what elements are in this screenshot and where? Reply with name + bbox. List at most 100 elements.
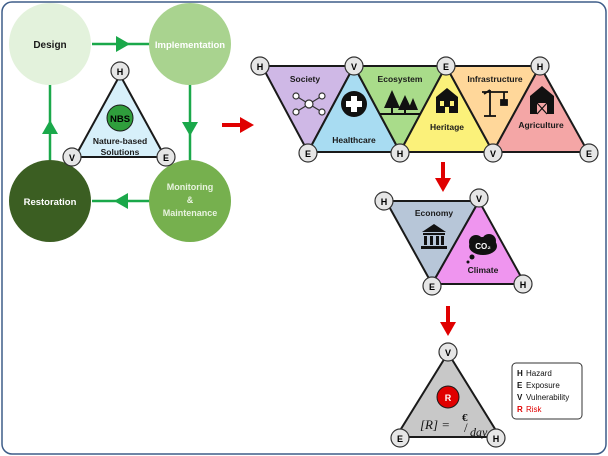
legend-item-vulnerability: V Vulnerability bbox=[517, 393, 569, 402]
svg-text:E: E bbox=[429, 282, 435, 292]
svg-text:H: H bbox=[517, 369, 523, 378]
econ-marker-v: V bbox=[469, 188, 489, 208]
design-circle bbox=[9, 3, 91, 85]
svg-text:E: E bbox=[443, 62, 449, 72]
infrastructure-crane-icon bbox=[482, 89, 508, 117]
strip-marker-h3: H bbox=[390, 143, 410, 163]
flow-arrow-down-1 bbox=[435, 162, 451, 192]
strip-marker-h2: H bbox=[530, 56, 550, 76]
heritage-label: Heritage bbox=[430, 122, 464, 132]
strip-marker-h1: H bbox=[250, 56, 270, 76]
svg-text:E: E bbox=[586, 149, 592, 159]
implementation-label: Implementation bbox=[155, 40, 225, 51]
risk-formula-lhs: [R] = bbox=[420, 417, 450, 432]
nbs-label-line1: Nature-based bbox=[93, 136, 147, 146]
ecosystem-label: Ecosystem bbox=[378, 74, 423, 84]
svg-text:H: H bbox=[537, 62, 544, 72]
svg-text:H: H bbox=[520, 280, 527, 290]
risk-formula-denominator: day bbox=[470, 425, 488, 439]
infrastructure-label: Infrastructure bbox=[467, 74, 523, 84]
svg-text:R: R bbox=[517, 405, 523, 414]
risk-dot bbox=[436, 385, 460, 409]
econ-marker-e: E bbox=[422, 276, 442, 296]
nbs-badge bbox=[106, 104, 134, 132]
risk-marker-e: E bbox=[390, 428, 410, 448]
svg-text:Risk: Risk bbox=[526, 405, 543, 414]
restoration-circle bbox=[9, 160, 91, 242]
econ-marker-h2: H bbox=[513, 274, 533, 294]
economy-bank-icon bbox=[421, 224, 447, 249]
nbs-label-line2: Solutions bbox=[101, 147, 140, 157]
cycle-arrowhead-left bbox=[42, 120, 58, 134]
cycle-arrowhead-bottom bbox=[114, 193, 128, 209]
econ-marker-h: H bbox=[374, 191, 394, 211]
society-network-icon bbox=[292, 92, 326, 116]
svg-text:E: E bbox=[517, 381, 523, 390]
strip-marker-e2: E bbox=[298, 143, 318, 163]
sector-strip: Society Healthcare Ecosystem Heritage In… bbox=[250, 56, 599, 163]
svg-text:E: E bbox=[397, 434, 403, 444]
svg-text:V: V bbox=[476, 194, 482, 204]
svg-text:H: H bbox=[257, 62, 264, 72]
monitoring-circle bbox=[149, 160, 231, 242]
heritage-building-icon bbox=[436, 88, 458, 113]
strip-marker-e1: E bbox=[436, 56, 456, 76]
healthcare-label: Healthcare bbox=[332, 135, 376, 145]
monitoring-label-line2: & bbox=[187, 195, 194, 205]
agriculture-label: Agriculture bbox=[518, 120, 564, 130]
healthcare-cross-icon bbox=[341, 91, 367, 117]
strip-marker-v2: V bbox=[483, 143, 503, 163]
implementation-circle bbox=[149, 3, 231, 85]
risk-marker-h: H bbox=[486, 428, 506, 448]
legend: H Hazard E Exposure V Vulnerability R Ri… bbox=[511, 362, 583, 420]
cycle-arrowhead-top bbox=[116, 36, 130, 52]
risk-formula: [R] = € / day bbox=[420, 412, 488, 439]
risk-group: R [R] = € / day V E H bbox=[390, 342, 506, 448]
flow-arrow-down-2 bbox=[440, 306, 456, 336]
monitoring-label-line3: Maintenance bbox=[163, 208, 218, 218]
legend-box bbox=[511, 362, 583, 420]
svg-text:V: V bbox=[517, 393, 523, 402]
ecosystem-trees-icon bbox=[380, 90, 420, 115]
design-label: Design bbox=[33, 40, 66, 51]
svg-text:H: H bbox=[493, 434, 500, 444]
nbs-cycle: Design Implementation Monitoring & Maint… bbox=[9, 3, 231, 242]
nbs-badge-label: NBS bbox=[110, 114, 130, 125]
legend-item-exposure: E Exposure bbox=[517, 381, 560, 390]
svg-text:Exposure: Exposure bbox=[526, 381, 560, 390]
monitoring-label-line1: Monitoring bbox=[167, 182, 214, 192]
svg-text:V: V bbox=[69, 153, 75, 163]
svg-text:V: V bbox=[490, 149, 496, 159]
economy-label: Economy bbox=[415, 208, 454, 218]
risk-dot-label: R bbox=[445, 393, 452, 403]
economy-climate-group: Economy Climate CO₂ H V E H bbox=[374, 188, 533, 296]
svg-text:Vulnerability: Vulnerability bbox=[526, 393, 569, 402]
svg-text:V: V bbox=[445, 348, 451, 358]
svg-text:E: E bbox=[163, 153, 169, 163]
svg-text:CO₂: CO₂ bbox=[475, 242, 491, 251]
svg-text:E: E bbox=[305, 149, 311, 159]
nbs-marker-h: H bbox=[110, 61, 130, 81]
strip-marker-v1: V bbox=[344, 56, 364, 76]
risk-marker-v: V bbox=[438, 342, 458, 362]
strip-marker-e3: E bbox=[579, 143, 599, 163]
legend-item-hazard: H Hazard bbox=[517, 369, 552, 378]
climate-co2-icon: CO₂ bbox=[466, 234, 497, 264]
climate-label: Climate bbox=[468, 265, 499, 275]
agriculture-barn-icon bbox=[530, 86, 554, 115]
svg-text:H: H bbox=[381, 197, 388, 207]
svg-text:H: H bbox=[397, 149, 404, 159]
cycle-arrowhead-right bbox=[182, 122, 198, 136]
society-label: Society bbox=[290, 74, 321, 84]
svg-text:V: V bbox=[351, 62, 357, 72]
nbs-marker-v: V bbox=[62, 147, 82, 167]
svg-text:/: / bbox=[464, 420, 468, 435]
svg-text:Hazard: Hazard bbox=[526, 369, 552, 378]
svg-text:H: H bbox=[117, 67, 124, 77]
legend-item-risk: R Risk bbox=[517, 405, 543, 414]
risk-formula-numerator: € bbox=[462, 412, 468, 424]
flow-arrow-right bbox=[222, 117, 254, 133]
restoration-label: Restoration bbox=[24, 197, 77, 208]
